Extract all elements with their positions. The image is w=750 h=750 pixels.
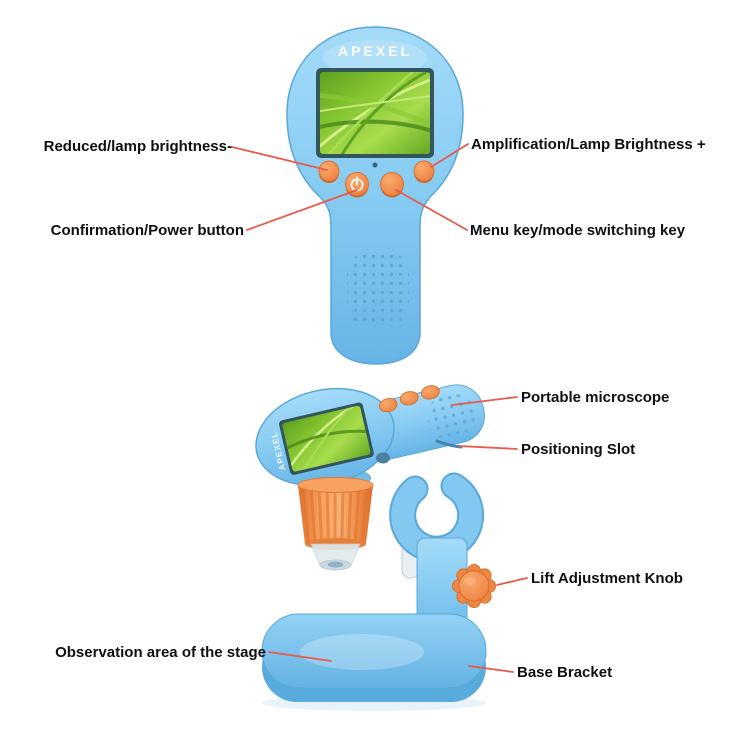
- front-view-device: APEXEL: [286, 26, 464, 365]
- annotation-line-lift-knob: [496, 577, 528, 586]
- annotation-line-amplification: [430, 143, 469, 168]
- annotation-line-menu: [395, 189, 468, 231]
- lens-cone: [310, 543, 361, 571]
- annotation-line-portable: [451, 396, 518, 406]
- assembled-view: APEXEL: [255, 384, 496, 711]
- label-lift-adjustment-knob: Lift Adjustment Knob: [531, 570, 683, 587]
- device-head: APEXEL: [255, 387, 395, 487]
- annotation-line-power: [246, 189, 358, 231]
- menu-button: [380, 172, 404, 198]
- label-observation-area: Observation area of the stage: [55, 644, 266, 661]
- brightness-down-button: [318, 160, 340, 183]
- speaker-dots-angled: [426, 394, 478, 438]
- brightness-up-button: [413, 160, 435, 183]
- screen-angled: [282, 405, 371, 472]
- microscope-barrel: [297, 477, 374, 550]
- label-positioning-slot: Positioning Slot: [521, 441, 636, 458]
- grass-texture: [320, 72, 430, 154]
- angled-device-buttons: [378, 385, 440, 413]
- label-menu-mode: Menu key/mode switching key: [470, 222, 686, 239]
- head-highlight: [323, 40, 427, 76]
- annotation-line-reduced-brightness: [231, 146, 328, 171]
- speaker-dots: [347, 252, 409, 326]
- base-bracket: [261, 613, 487, 702]
- brand-text: APEXEL: [338, 43, 412, 59]
- lift-adjustment-knob: [452, 564, 496, 608]
- focus-dot: [376, 452, 390, 464]
- label-portable-microscope: Portable microscope: [521, 389, 670, 406]
- label-base-bracket: Base Bracket: [517, 664, 613, 681]
- annotation-line-base-bracket: [468, 665, 514, 673]
- annotation-lines: [231, 143, 528, 673]
- label-reduced-brightness: Reduced/lamp brightness-: [43, 138, 232, 155]
- annotation-line-observation-area: [268, 651, 332, 662]
- label-amplification-brightness: Amplification/Lamp Brightness +: [471, 136, 706, 153]
- annotation-line-positioning-slot: [458, 445, 518, 450]
- observation-area: [300, 634, 424, 670]
- mic-dot: [372, 162, 378, 168]
- label-confirmation-power: Confirmation/Power button: [50, 222, 244, 239]
